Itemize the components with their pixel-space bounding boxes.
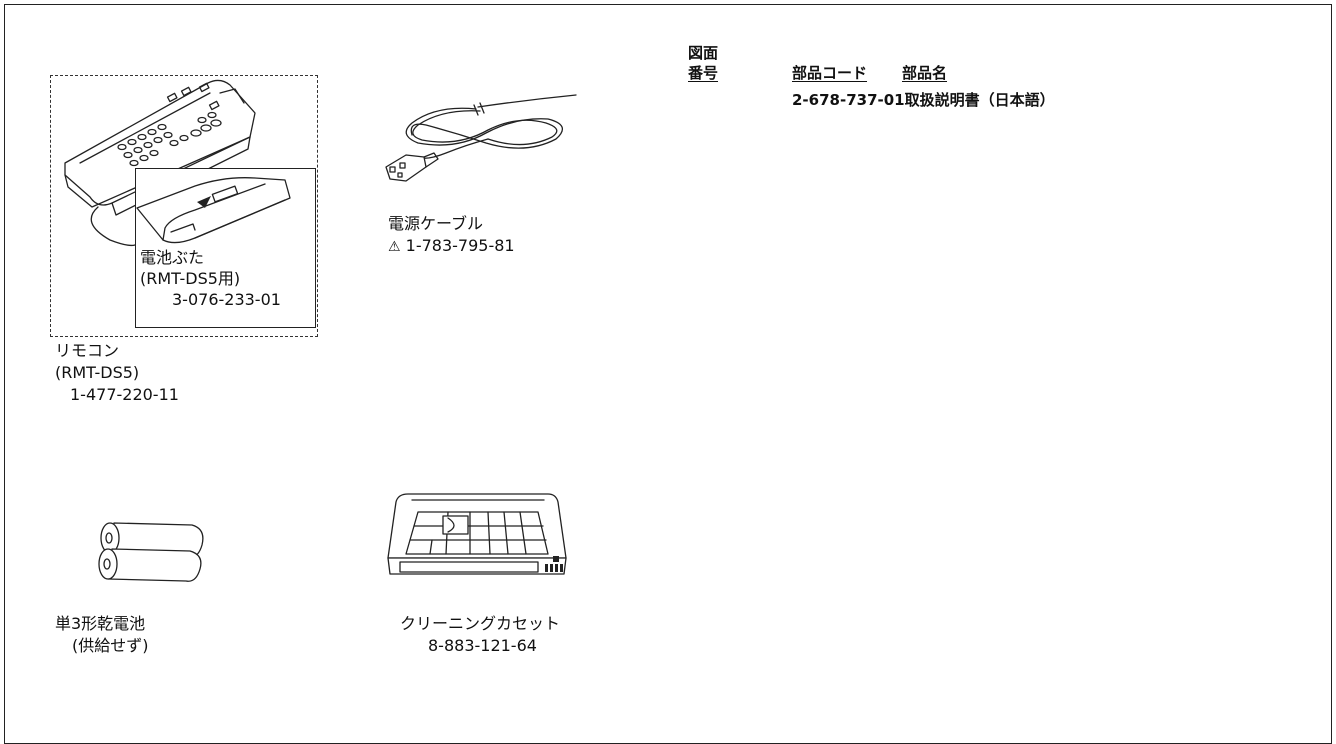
cleaning-cassette-name: クリーニングカセット [400, 614, 561, 633]
part-code-cell: 2-678-737-01 [792, 91, 905, 109]
power-cable-part-no: 1-783-795-81 [405, 236, 515, 255]
batteries-name: 単3形乾電池 [55, 614, 146, 633]
power-cable-part-line: ⚠ 1-783-795-81 [388, 235, 515, 258]
header-diagram-no-line1: 図面 [688, 44, 719, 62]
battery-cover-name: 電池ぶた [140, 248, 205, 267]
batteries-note: (供給せず) [72, 636, 149, 655]
part-name-cell: 取扱説明書（日本語） [904, 91, 1055, 109]
battery-cover-illustration [136, 177, 291, 244]
power-cable-illustration [385, 94, 577, 182]
remote-dashed-box [50, 75, 318, 337]
header-part-code: 部品コード [792, 64, 868, 82]
table-row: 2-678-737-01取扱説明書（日本語） [792, 90, 1055, 110]
batteries-illustration [98, 522, 204, 582]
battery-cover-model: (RMT-DS5用) [140, 269, 241, 288]
header-part-name: 部品名 [902, 64, 948, 82]
cleaning-cassette-illustration [387, 493, 567, 575]
power-cable-name: 電源ケーブル [388, 214, 484, 233]
remote-model: (RMT-DS5) [55, 363, 140, 382]
battery-cover-part-no: 3-076-233-01 [172, 290, 281, 309]
remote-part-no: 1-477-220-11 [70, 385, 179, 404]
cleaning-cassette-part-no: 8-883-121-64 [428, 636, 537, 655]
remote-name: リモコン [55, 341, 120, 360]
header-diagram-no-line2: 番号 [688, 64, 719, 82]
warning-triangle-icon: ⚠ [388, 239, 401, 255]
